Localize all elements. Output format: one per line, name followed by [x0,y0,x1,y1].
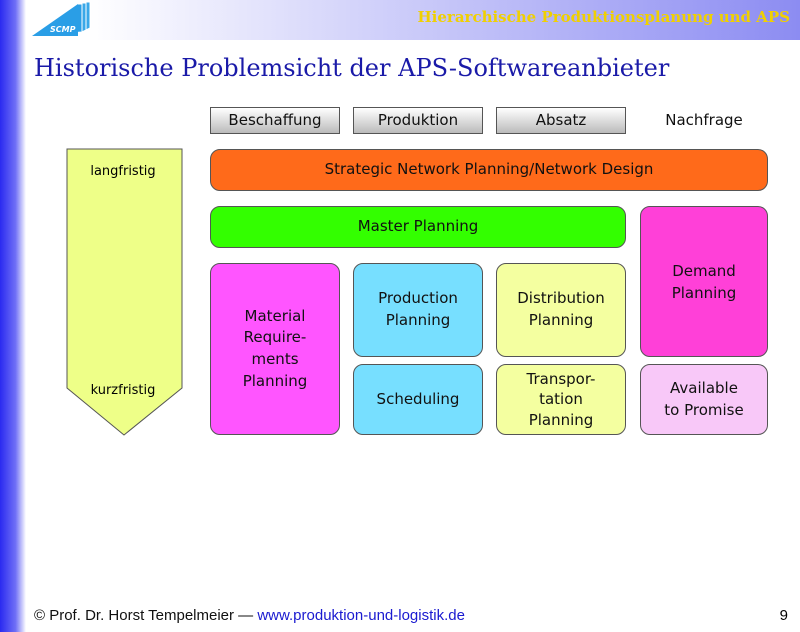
mrp-line: Require- [243,328,307,347]
prod-line: Planning [385,311,451,329]
prod-line: Production [378,289,458,308]
label-kurzfristig: kurzfristig [90,383,156,398]
dist-line: Planning [528,311,594,329]
transp-line: Planning [528,410,594,429]
header-band: Hierarchische Produktionsplanung und APS [26,0,800,40]
column-beschaffung: Beschaffung [210,107,340,134]
transp-line: Transpor- [526,370,596,389]
mrp-line: Planning [242,371,308,390]
demand-line: Demand [672,262,736,280]
left-accent-bar [0,0,26,632]
footer-copyright: © Prof. Dr. Horst Tempelmeier — [34,607,254,624]
transp-line: tation [539,390,583,409]
mrp-line: Material [244,306,306,325]
footer-link[interactable]: www.produktion-und-logistik.de [257,607,465,624]
column-produktion: Produktion [353,107,483,134]
header-title: Hierarchische Produktionsplanung und APS [417,8,791,26]
strategic-network-planning: Strategic Network Planning/Network Desig… [210,149,768,191]
available-to-promise: Available to Promise [640,364,768,435]
slide-title: Historische Problemsicht der APS-Softwar… [34,54,670,82]
demand-line: Planning [671,283,737,302]
column-nachfrage: Nachfrage [665,110,743,129]
footer: © Prof. Dr. Horst Tempelmeier — www.prod… [34,607,465,624]
master-planning: Master Planning [210,206,626,248]
scmp-logo: SCMP [32,2,91,37]
svg-text:SCMP: SCMP [50,25,76,34]
label-langfristig: langfristig [90,164,156,179]
dist-line: Distribution [517,289,605,308]
mrp-line: ments [251,350,299,368]
column-absatz: Absatz [496,107,626,134]
page-number: 9 [779,607,788,624]
atp-line: Available [670,378,738,397]
atp-line: to Promise [664,400,744,419]
time-horizon-arrow [66,148,183,436]
scheduling: Scheduling [353,364,483,435]
